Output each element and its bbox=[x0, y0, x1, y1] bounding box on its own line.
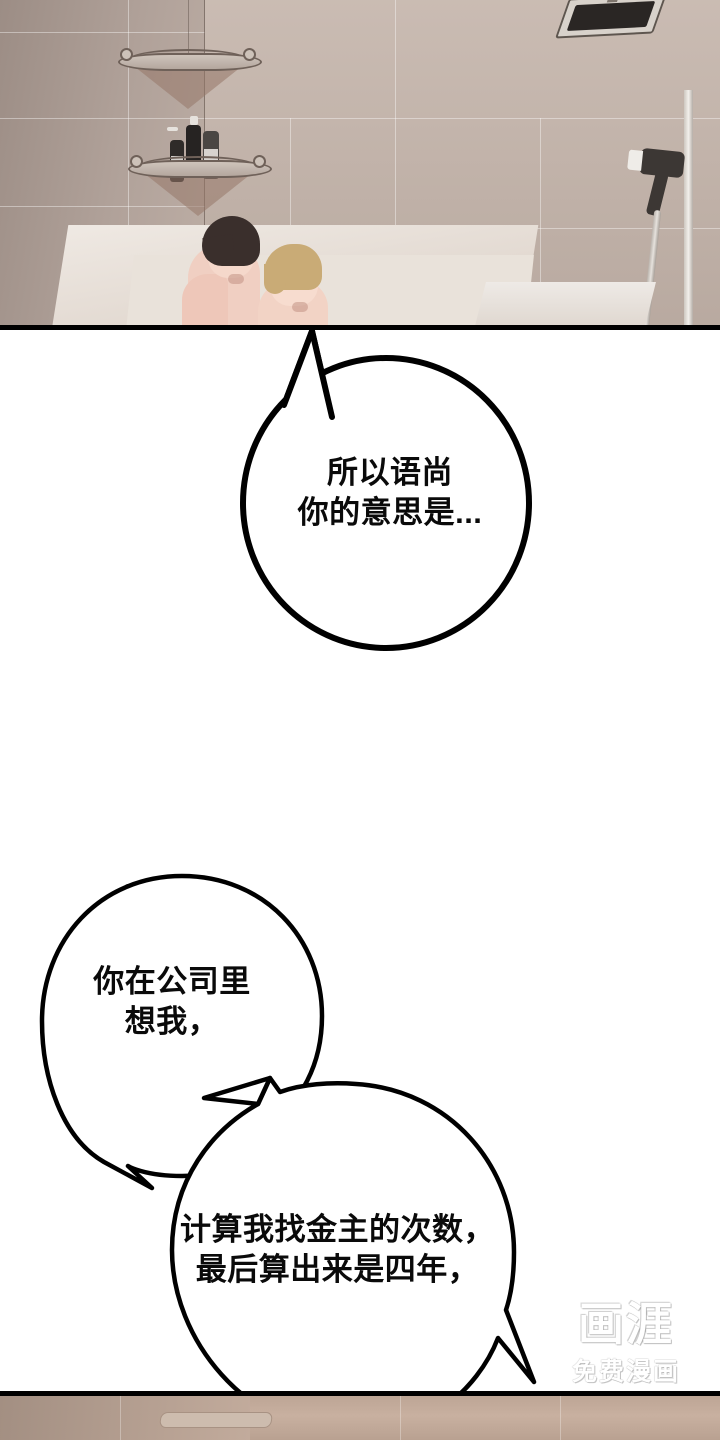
shelf-knob-right bbox=[253, 155, 266, 168]
shower-head-plate bbox=[627, 149, 644, 171]
corner-shelf-upper bbox=[118, 48, 262, 109]
shower-riser-rail bbox=[684, 90, 693, 325]
speech-bubble-1-shape bbox=[240, 328, 532, 651]
tile-grout-line bbox=[540, 118, 541, 282]
ceiling-vent-icon bbox=[555, 0, 667, 39]
wall-corner-seam bbox=[204, 0, 205, 232]
shelf-knob-left bbox=[120, 48, 133, 61]
vent-grille bbox=[566, 0, 656, 32]
tile-grout-line bbox=[128, 0, 129, 325]
tile-grout-line bbox=[395, 0, 396, 228]
site-watermark: 画涯 免费漫画 bbox=[546, 1300, 706, 1388]
bathroom-scene bbox=[0, 0, 720, 325]
character-shoulder bbox=[182, 274, 228, 325]
tile-grout-line bbox=[120, 1396, 121, 1440]
shelf-rail bbox=[126, 49, 250, 61]
shelf-knob-right bbox=[243, 48, 256, 61]
speech-bubble-3: 计算我找金主的次数， 最后算出来是四年， bbox=[150, 1070, 537, 1440]
character-neck-shadow bbox=[228, 274, 244, 284]
hanging-cord bbox=[188, 0, 189, 60]
tile-grout-line bbox=[0, 206, 205, 207]
shower-head-icon bbox=[627, 147, 686, 217]
bottom-panel-ledge bbox=[158, 1412, 274, 1428]
character-neck-shadow bbox=[292, 302, 308, 312]
tile-grout-line bbox=[0, 32, 205, 33]
watermark-brand: 画涯 bbox=[578, 1298, 674, 1350]
speech-bubble-1: 所以语尚 你的意思是... bbox=[240, 325, 540, 655]
comic-panel-bottom bbox=[0, 1391, 720, 1440]
shelf-rail bbox=[136, 156, 260, 168]
tile-grout-line bbox=[560, 1396, 561, 1440]
watermark-tagline: 免费漫画 bbox=[571, 1358, 680, 1387]
comic-panel-top bbox=[0, 0, 720, 330]
corner-shelf-lower bbox=[128, 155, 272, 216]
bottle-nozzle bbox=[167, 127, 178, 131]
bathroom-floor bbox=[474, 282, 656, 325]
speech-bubble-3-shape bbox=[169, 1075, 537, 1439]
tile-grout-line bbox=[0, 118, 720, 119]
character-hair-side bbox=[264, 264, 286, 294]
shelf-knob-left bbox=[130, 155, 143, 168]
bottle-cap bbox=[189, 116, 198, 125]
tile-grout-line bbox=[400, 1396, 401, 1440]
tile-grout-line bbox=[290, 118, 291, 228]
